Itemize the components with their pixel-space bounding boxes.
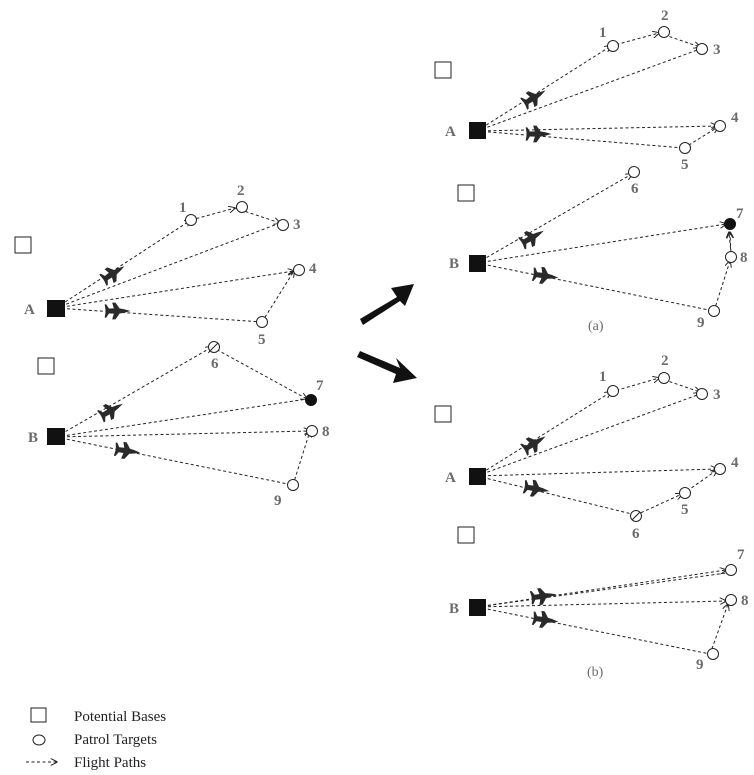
target-4 [714, 120, 726, 132]
target-label-8: 8 [322, 424, 330, 440]
fighter-jet-icon [98, 259, 130, 288]
arrow-right-icon [360, 284, 414, 325]
target-label-7: 7 [737, 547, 745, 563]
potential-base [37, 357, 55, 375]
target-label-3: 3 [713, 387, 721, 403]
fighter-jet-icon [531, 265, 560, 286]
target-label-5: 5 [681, 157, 689, 173]
target-3 [696, 43, 708, 55]
base-label-b: B [449, 256, 459, 272]
target-label-2: 2 [237, 183, 245, 199]
active-base-a [469, 468, 486, 485]
target-label-1: 1 [599, 25, 607, 41]
target-8 [725, 251, 737, 263]
caption-a: (a) [588, 319, 604, 334]
target-3 [696, 388, 708, 400]
arrow-right-icon [357, 351, 417, 383]
fighter-jet-icon [96, 396, 127, 424]
active-base-a [47, 300, 65, 317]
target-label-3: 3 [293, 217, 301, 233]
target-2 [658, 26, 670, 38]
panel-b: A B 1 2 3 4 5 6 7 8 9 (b) [434, 353, 749, 680]
target-label-7: 7 [736, 206, 744, 222]
base-label-a: A [24, 302, 35, 318]
target-9 [287, 479, 299, 491]
target-7 [725, 564, 737, 576]
target-1 [185, 214, 197, 226]
target-label-6: 6 [632, 526, 640, 542]
active-base-b [469, 599, 486, 616]
target-label-5: 5 [681, 502, 689, 518]
target-label-6: 6 [631, 181, 639, 197]
active-base-b [469, 255, 486, 272]
potential-base [434, 61, 452, 79]
target-5 [679, 142, 691, 154]
target-4 [293, 264, 305, 276]
target-6-strike [209, 342, 219, 352]
target-label-2: 2 [661, 353, 669, 369]
fighter-jet-icon [531, 609, 560, 630]
legend-target-icon [32, 734, 46, 746]
fighter-jet-icon [525, 125, 552, 143]
panel-initial: A B 1 2 3 4 5 6 7 8 9 [14, 183, 330, 509]
target-label-3: 3 [713, 42, 721, 58]
target-2 [658, 372, 670, 384]
base-label-a: A [445, 470, 456, 486]
target-label-6: 6 [211, 356, 219, 372]
base-label-b: B [449, 601, 459, 617]
target-6-strike [631, 511, 641, 521]
fighter-jet-icon [519, 429, 551, 458]
target-6 [628, 166, 640, 178]
target-9 [707, 648, 719, 660]
base-label-a: A [445, 124, 456, 140]
target-label-5: 5 [258, 332, 266, 348]
flight-paths [477, 378, 728, 655]
fighter-jet-icon [113, 440, 142, 461]
target-1 [607, 385, 619, 397]
fighter-jet-icon [522, 478, 551, 500]
target-label-1: 1 [599, 369, 607, 385]
target-3 [277, 219, 289, 231]
flight-paths [56, 208, 310, 486]
target-label-9: 9 [274, 493, 282, 509]
flight-paths [477, 33, 731, 312]
target-label-2: 2 [661, 8, 669, 24]
active-base-b [47, 428, 65, 445]
target-label-8: 8 [740, 250, 748, 266]
active-base-a [469, 122, 486, 139]
panel-a: A B 1 2 3 4 5 6 7 8 9 (a) [434, 8, 748, 334]
target-label-9: 9 [697, 315, 705, 331]
caption-b: (b) [587, 665, 604, 680]
legend-potential-bases: Potential Bases [74, 709, 166, 725]
target-7 [305, 394, 317, 406]
potential-base [434, 405, 452, 423]
potential-base [14, 236, 32, 254]
target-7 [724, 218, 736, 230]
target-5 [679, 487, 691, 499]
target-4 [714, 463, 726, 475]
legend-patrol-targets: Patrol Targets [74, 732, 157, 748]
target-label-4: 4 [731, 110, 739, 126]
fighter-jet-icon [104, 302, 131, 320]
legend-base-icon [30, 707, 47, 723]
potential-base [457, 184, 475, 202]
target-label-7: 7 [316, 378, 324, 394]
legend-flight-paths: Flight Paths [74, 755, 146, 771]
legend: Potential Bases Patrol Targets Flight Pa… [26, 707, 166, 771]
target-label-4: 4 [309, 261, 317, 277]
target-label-9: 9 [696, 657, 704, 673]
target-label-4: 4 [731, 455, 739, 471]
target-1 [607, 40, 619, 52]
target-5 [256, 316, 268, 328]
base-label-b: B [28, 430, 38, 446]
potential-base [457, 526, 475, 544]
target-label-1: 1 [179, 200, 187, 216]
target-8 [725, 594, 737, 606]
target-label-8: 8 [741, 593, 749, 609]
target-2 [236, 201, 248, 213]
fighter-jet-icon [519, 83, 551, 112]
target-8 [306, 425, 318, 437]
target-9 [708, 305, 720, 317]
